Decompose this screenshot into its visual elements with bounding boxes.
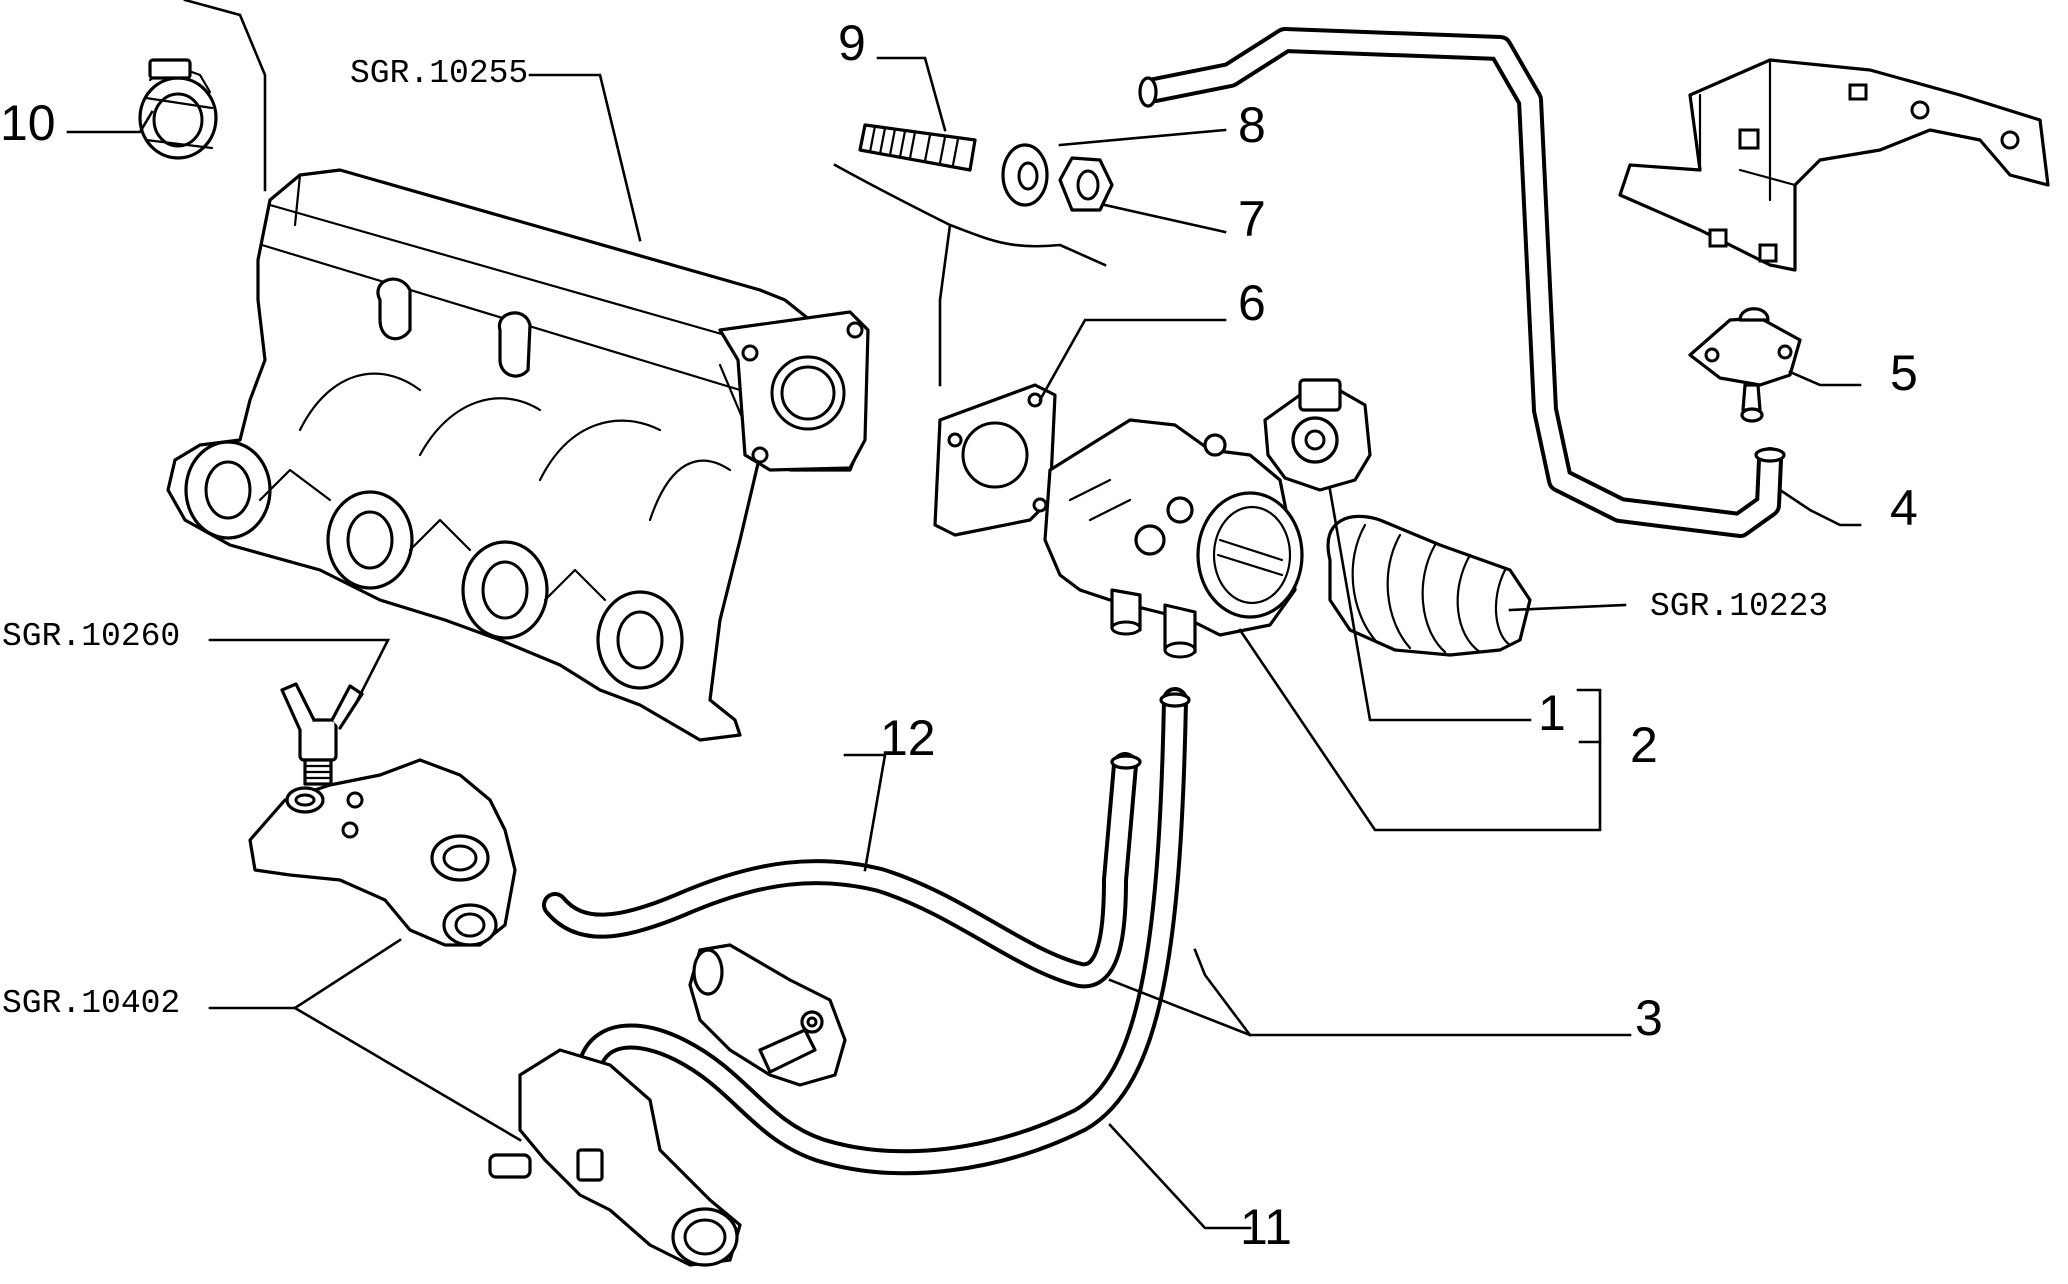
leader-lines bbox=[66, 56, 1862, 1230]
ref-thermostat: SGR.10402 bbox=[2, 985, 180, 1022]
washer bbox=[1001, 143, 1049, 207]
callout-8: 8 bbox=[1238, 97, 1266, 153]
nut bbox=[1058, 156, 1114, 212]
vacuum-pipe bbox=[1138, 27, 1786, 538]
callout-1: 1 bbox=[1538, 685, 1566, 741]
ref-sensor: SGR.10260 bbox=[2, 618, 180, 655]
stud-bolt bbox=[858, 123, 977, 172]
air-duct-bellows bbox=[1326, 514, 1532, 657]
mounting-bracket bbox=[1618, 58, 2050, 272]
callout-2: 2 bbox=[1630, 717, 1658, 773]
idle-valve bbox=[1688, 307, 1802, 423]
ref-air-duct: SGR.10223 bbox=[1650, 588, 1828, 625]
temperature-sensor bbox=[280, 682, 364, 786]
intake-manifold bbox=[166, 168, 870, 742]
manifold-edge-line bbox=[183, 0, 267, 192]
gasket bbox=[933, 383, 1057, 537]
callout-11: 11 bbox=[1240, 1199, 1292, 1255]
callout-3: 3 bbox=[1635, 990, 1663, 1046]
water-outlet-pipe bbox=[488, 943, 847, 1267]
callout-6: 6 bbox=[1238, 275, 1266, 331]
fastener-group-bracket bbox=[833, 163, 1107, 387]
callout-5: 5 bbox=[1890, 345, 1918, 401]
callout-10: 10 bbox=[0, 95, 56, 151]
callout-9: 9 bbox=[838, 15, 866, 71]
thermostat-housing bbox=[248, 758, 517, 947]
throttle-body bbox=[1043, 418, 1304, 659]
callout-12: 12 bbox=[880, 710, 936, 766]
throttle-position-sensor bbox=[1263, 378, 1372, 492]
ref-manifold: SGR.10255 bbox=[350, 55, 528, 92]
hose-clamp bbox=[138, 58, 218, 160]
callout-4: 4 bbox=[1890, 480, 1918, 536]
callout-7: 7 bbox=[1238, 191, 1266, 247]
coolant-hose-12 bbox=[542, 752, 1142, 989]
